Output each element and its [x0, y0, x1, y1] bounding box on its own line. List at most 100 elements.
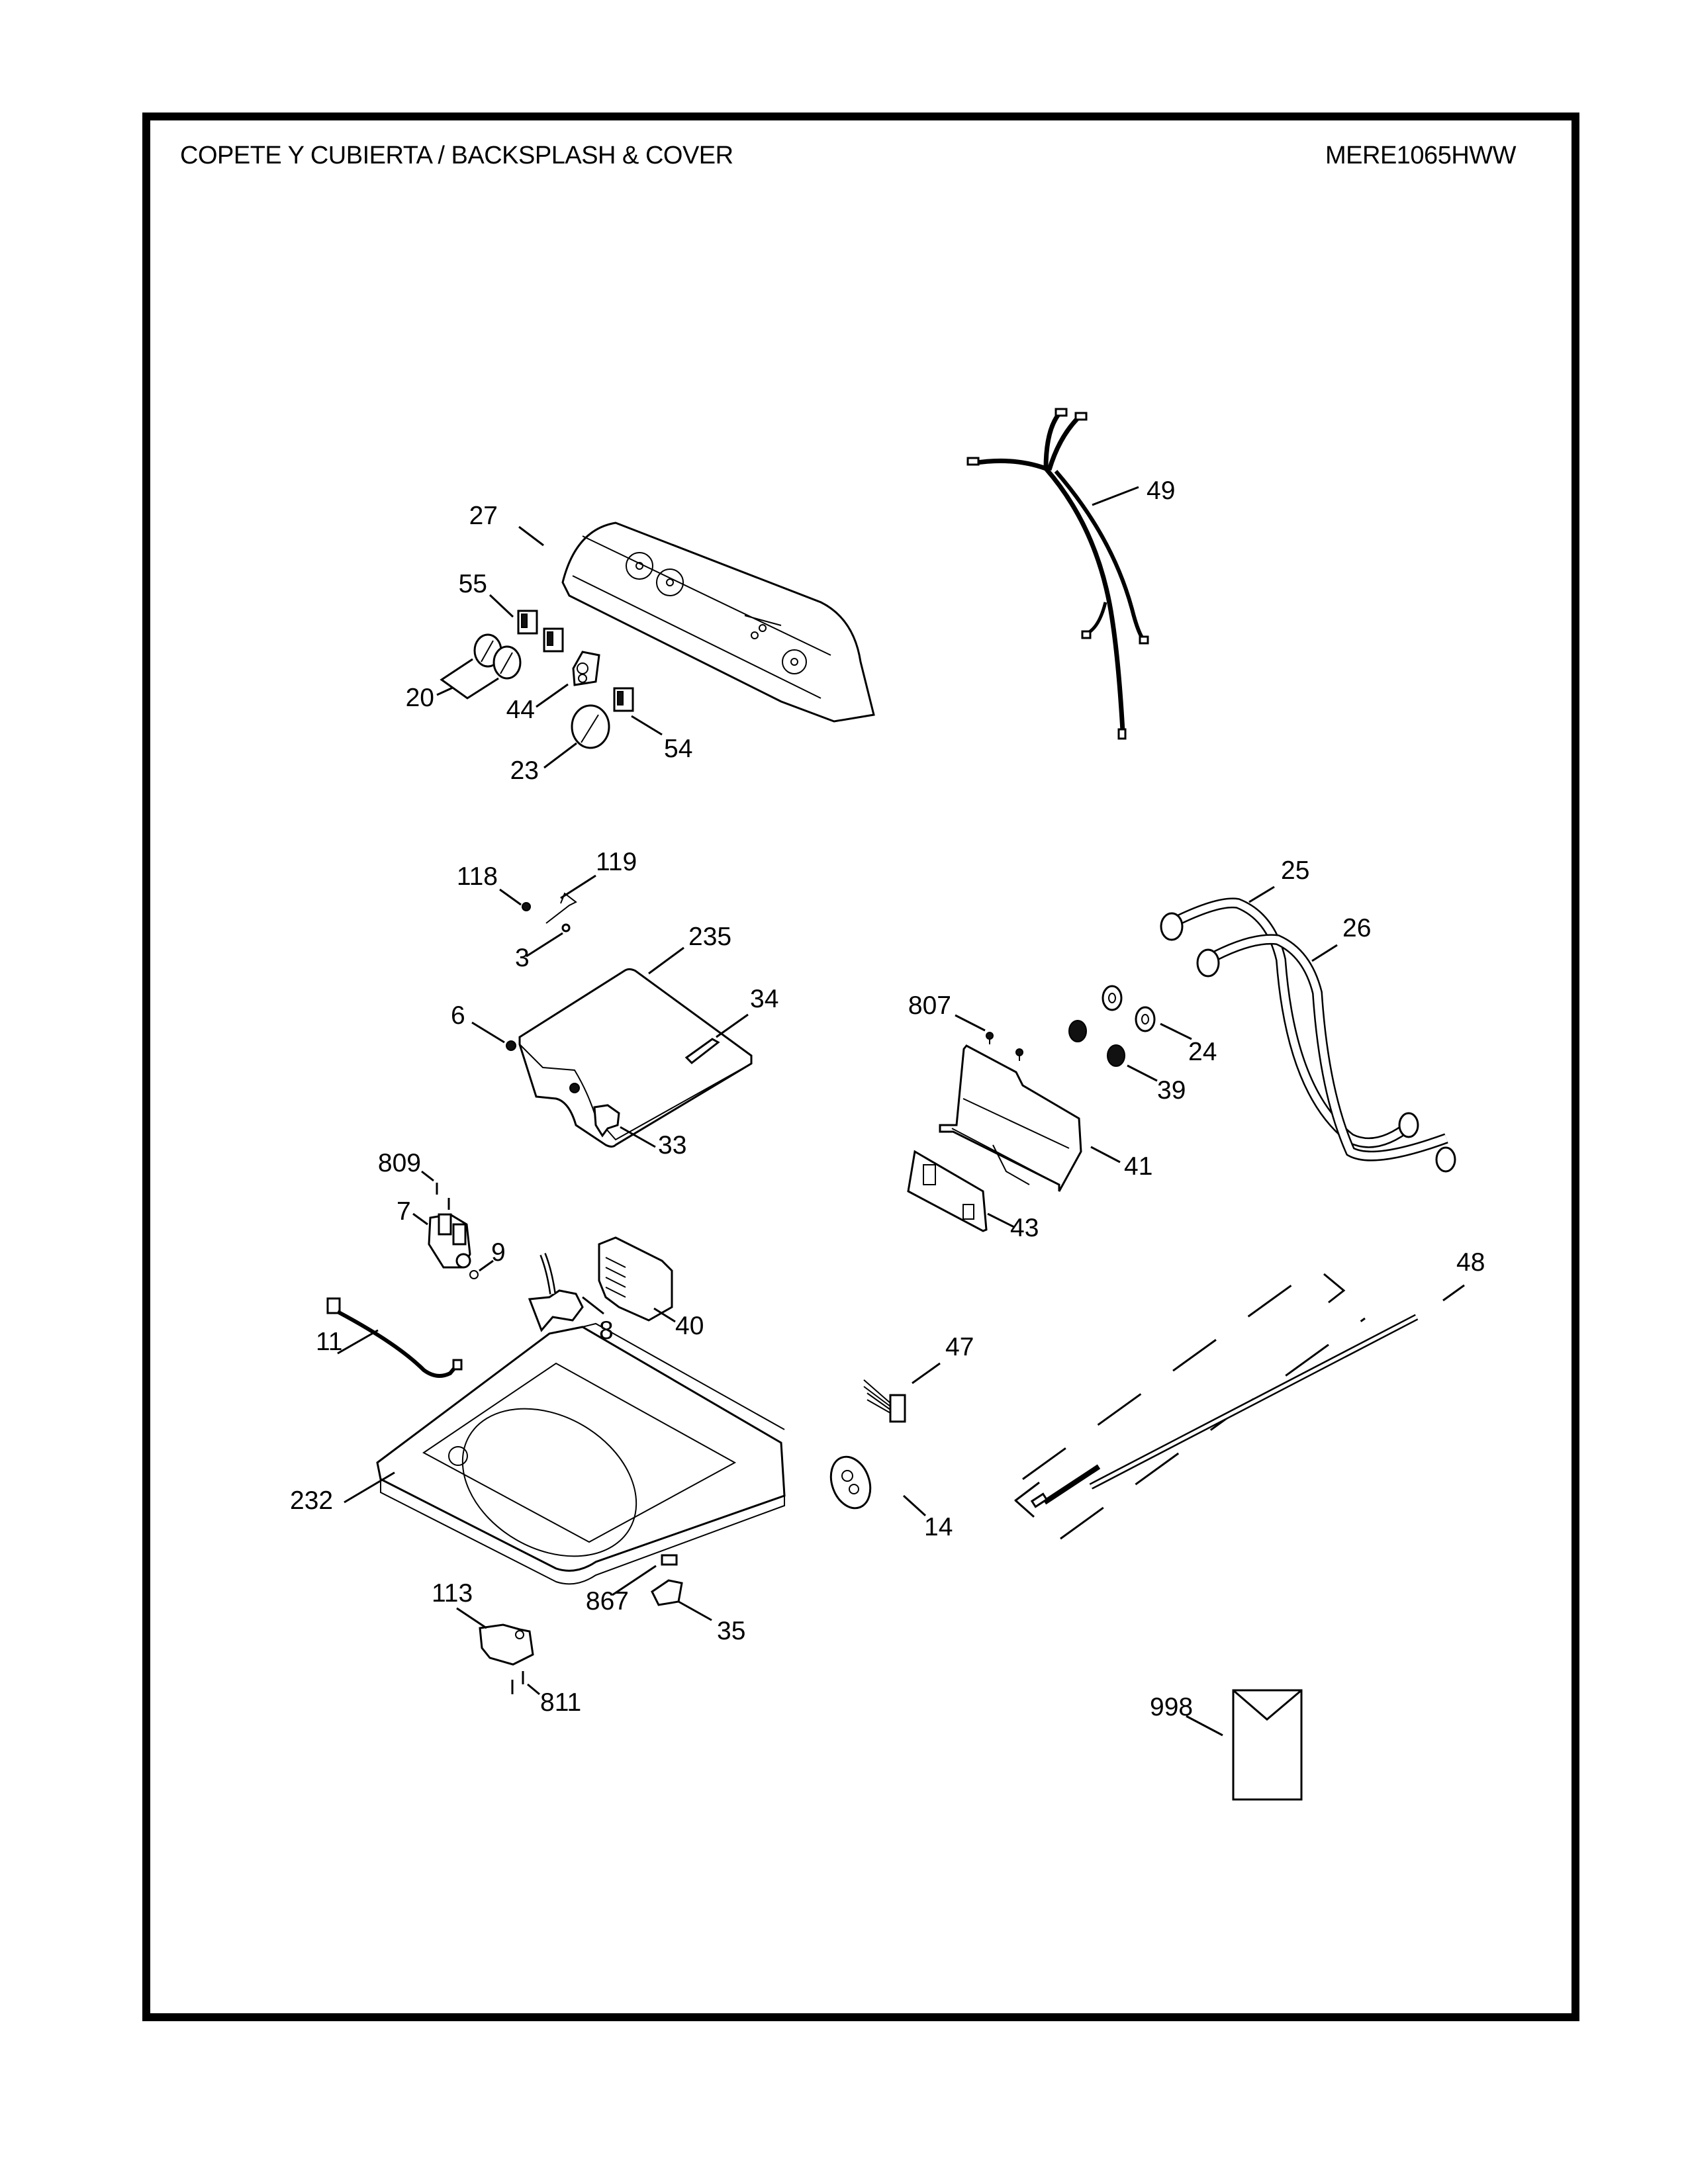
clamp-9[interactable]	[469, 1270, 479, 1279]
leader-7	[412, 1212, 428, 1226]
leader-232	[344, 1471, 395, 1504]
leader-49	[1092, 486, 1139, 506]
suspension-rod-kit-48[interactable]	[1014, 1273, 1419, 1540]
label-867: 867	[586, 1587, 629, 1615]
label-113: 113	[432, 1579, 473, 1608]
wire-connector-47[interactable]	[863, 1379, 906, 1423]
leader-20	[436, 658, 499, 700]
leader-25	[1248, 886, 1275, 903]
nut-118[interactable]	[522, 902, 531, 911]
leader-8	[582, 1296, 604, 1315]
label-232: 232	[290, 1486, 333, 1515]
label-34: 34	[750, 985, 778, 1013]
lid-235[interactable]	[518, 968, 753, 1148]
leader-39	[1127, 1064, 1158, 1082]
label-40: 40	[675, 1312, 704, 1340]
label-39: 39	[1157, 1076, 1186, 1105]
lid-switch-34[interactable]	[684, 1038, 720, 1064]
pressure-switch-14[interactable]	[824, 1451, 877, 1514]
label-811: 811	[540, 1688, 581, 1717]
switch-54[interactable]	[613, 687, 634, 712]
label-9: 9	[491, 1238, 506, 1267]
control-board-43[interactable]	[907, 1150, 988, 1232]
leader-235	[648, 946, 684, 975]
leader-24	[1160, 1023, 1192, 1040]
wire-11[interactable]	[326, 1297, 463, 1378]
label-24: 24	[1188, 1038, 1217, 1066]
board-44[interactable]	[572, 651, 600, 686]
leader-43	[987, 1212, 1015, 1228]
lid-lock-35[interactable]	[651, 1579, 683, 1606]
power-supply-40[interactable]	[598, 1236, 673, 1322]
leader-34	[716, 1013, 749, 1038]
model-number: MERE1065HWW	[1325, 142, 1517, 169]
bushing-3[interactable]	[561, 923, 571, 933]
leader-6	[471, 1021, 505, 1044]
leader-54	[631, 715, 663, 736]
leader-811	[527, 1683, 540, 1696]
leader-3	[526, 932, 563, 958]
label-809: 809	[378, 1149, 421, 1177]
leader-47	[912, 1362, 941, 1385]
label-49: 49	[1147, 477, 1175, 505]
label-14: 14	[924, 1513, 953, 1541]
leader-807	[955, 1014, 986, 1032]
label-23: 23	[510, 756, 539, 785]
board-housing-41[interactable]	[939, 1044, 1082, 1192]
label-43: 43	[1010, 1214, 1039, 1242]
water-valve-7[interactable]	[428, 1213, 471, 1269]
label-118: 118	[457, 862, 498, 891]
plugs-39[interactable]	[1068, 1020, 1125, 1067]
latch-33[interactable]	[593, 1104, 620, 1138]
label-998: 998	[1150, 1693, 1193, 1721]
label-41: 41	[1124, 1152, 1152, 1181]
knobs-20[interactable]	[473, 633, 522, 680]
leader-40	[653, 1307, 676, 1323]
inlet-hose-26[interactable]	[1196, 934, 1456, 1173]
leader-23	[543, 742, 577, 769]
leader-11	[337, 1329, 379, 1355]
leader-44	[536, 683, 569, 708]
label-3: 3	[515, 944, 530, 972]
inlet-hose-25[interactable]	[1160, 897, 1419, 1148]
leader-27	[518, 525, 544, 547]
leader-809	[421, 1170, 434, 1182]
leader-41	[1090, 1146, 1121, 1163]
label-119: 119	[596, 848, 637, 876]
leader-118	[499, 888, 522, 906]
screws-809[interactable]	[436, 1183, 450, 1210]
label-25: 25	[1281, 856, 1309, 885]
drawing-frame	[142, 113, 1579, 2021]
label-48: 48	[1456, 1248, 1485, 1277]
leader-55	[489, 594, 514, 618]
actuator-113[interactable]	[479, 1623, 534, 1666]
label-26: 26	[1342, 914, 1371, 942]
literature-envelope-998[interactable]	[1232, 1689, 1303, 1801]
label-235: 235	[688, 923, 731, 951]
label-6: 6	[451, 1001, 465, 1030]
leader-26	[1311, 944, 1338, 962]
label-7: 7	[397, 1197, 411, 1226]
label-27: 27	[469, 502, 498, 530]
wire-harness-49[interactable]	[966, 408, 1149, 740]
bleach-dispenser-8[interactable]	[528, 1253, 584, 1332]
top-cover-232[interactable]	[376, 1322, 786, 1586]
label-807: 807	[908, 991, 951, 1020]
bumper-6[interactable]	[506, 1040, 580, 1093]
washers-24[interactable]	[1102, 985, 1156, 1032]
leader-35	[678, 1600, 712, 1621]
knob-23[interactable]	[571, 704, 610, 749]
screws-807[interactable]	[986, 1032, 1023, 1061]
section-title: COPETE Y CUBIERTA / BACKSPLASH & COVER	[180, 142, 733, 169]
control-panel-27[interactable]	[561, 522, 875, 723]
leader-867	[612, 1565, 657, 1596]
sensor-867[interactable]	[661, 1554, 678, 1566]
switch-55[interactable]	[517, 610, 564, 653]
label-11: 11	[316, 1328, 343, 1356]
screws-811[interactable]	[511, 1671, 524, 1694]
label-55: 55	[459, 570, 487, 598]
leader-113	[456, 1607, 487, 1629]
leader-998	[1186, 1715, 1223, 1737]
label-44: 44	[506, 696, 535, 724]
